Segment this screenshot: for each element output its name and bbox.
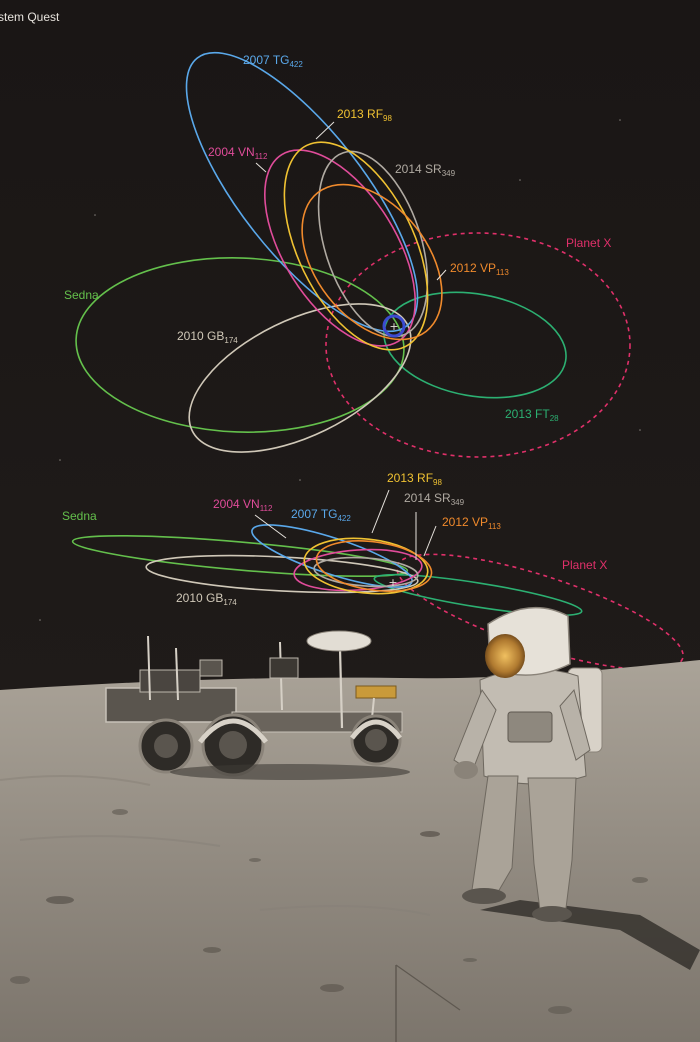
leader-2012-vp113 <box>436 269 447 281</box>
side-orbit-2010-gb174 <box>145 554 419 594</box>
orbit-2014-sr349 <box>317 150 429 338</box>
orbit-2012-vp113 <box>301 183 443 341</box>
side-leader-2012-vp113 <box>423 525 437 557</box>
sky-speckles <box>39 119 641 621</box>
label-2007-tg422: 2007 TG422 <box>243 53 303 69</box>
orbit-2004-vn112 <box>264 149 416 347</box>
sun-symbol-side: + <box>388 576 397 589</box>
side-label-2010-gb174: 2010 GB174 <box>176 591 237 607</box>
label-planet-x: Planet X <box>566 236 611 250</box>
side-label-2007-tg422: 2007 TG422 <box>291 507 351 523</box>
side-orbit-sedna <box>71 534 409 578</box>
orbit-2007-tg422 <box>185 51 419 333</box>
side-label-2004-vn112: 2004 VN112 <box>213 497 273 513</box>
label-2014-sr349: 2014 SR349 <box>395 162 456 178</box>
lunar-rover <box>105 630 410 780</box>
orbit-2013-rf98 <box>283 141 429 351</box>
orbit-planet-x <box>325 232 631 458</box>
side-leader-2013-rf98 <box>371 489 390 534</box>
label-2010-gb174: 2010 GB174 <box>177 329 238 345</box>
label-2013-rf98: 2013 RF98 <box>337 107 392 123</box>
label-2004-vn112: 2004 VN112 <box>208 145 268 161</box>
side-orbit-2013-rf98 <box>303 537 429 595</box>
side-orbit-2014-sr349 <box>313 556 419 588</box>
side-label-2013-rf98: 2013 RF98 <box>387 471 442 487</box>
label-sedna: Sedna <box>64 288 99 302</box>
label-2012-vp113: 2012 VP113 <box>450 261 509 277</box>
orbit-sedna <box>75 257 405 433</box>
section-header: stem Quest <box>0 10 60 24</box>
astronaut <box>453 606 700 970</box>
top-view-orbits: + 2007 TG422 2013 RF98 2004 VN112 2014 S… <box>64 51 631 458</box>
side-orbit-2013-ft28 <box>373 573 583 617</box>
leader-2004-vn112 <box>255 162 267 173</box>
side-label-2014-sr349: 2014 SR349 <box>404 491 465 507</box>
side-label-2012-vp113: 2012 VP113 <box>442 515 501 531</box>
label-2013-ft28: 2013 FT28 <box>505 407 559 423</box>
side-orbit-2004-vn112 <box>293 548 423 592</box>
side-label-sedna: Sedna <box>62 509 97 523</box>
side-orbit-2012-vp113 <box>315 540 433 592</box>
leader-2013-rf98 <box>315 121 335 140</box>
night-sky <box>0 0 700 700</box>
sun-symbol-top: + <box>389 320 398 333</box>
side-label-planet-x: Planet X <box>562 558 607 572</box>
sun-marker-top <box>382 314 406 338</box>
side-leader-2004-vn112 <box>254 514 287 539</box>
side-view-orbits: + 2013 RF98 2004 VN112 2014 SR349 Sedna … <box>62 471 684 671</box>
